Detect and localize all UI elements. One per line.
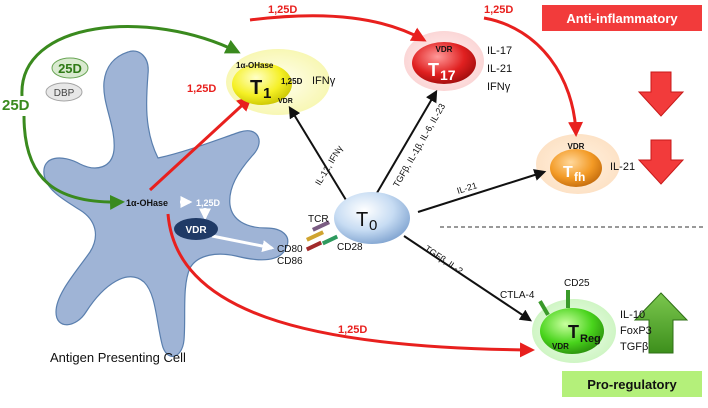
signal-label-treg: TGFβ, IL-2 <box>423 243 465 276</box>
red-125d-label-bottom: 1,25D <box>338 324 367 336</box>
treg-subscript: Reg <box>580 333 601 345</box>
apc-vdr-receptor <box>174 218 218 240</box>
pro-regulatory-banner <box>562 371 702 397</box>
th1-t-glyph: T <box>250 77 262 99</box>
th17-cell <box>412 42 476 84</box>
cd25-label: CD25 <box>564 278 590 289</box>
ctla4-receptor <box>538 300 550 316</box>
25d-bubble-label: 25D <box>58 61 82 76</box>
tfh-cytokine-label: IL-21 <box>610 161 635 173</box>
anti-inflammatory-label: Anti-inflammatory <box>566 11 678 26</box>
th1-enzyme-label: 1α-OHase <box>236 61 274 70</box>
green-arrow-to-apc <box>22 115 125 210</box>
apc-cd80-label: CD80 <box>277 244 303 255</box>
th0-subscript: 0 <box>369 217 377 234</box>
th17-cytokine-2: IL-21 <box>487 63 512 75</box>
red-arrow-apc-to-th1 <box>148 95 253 192</box>
apc-enzyme-label: 1α-OHase <box>126 198 168 208</box>
th1-cytokine-label: IFNγ <box>312 75 336 87</box>
tcr-bar <box>305 230 325 242</box>
th0-cell <box>334 192 410 244</box>
th1-product-label: 1,25D <box>281 77 303 86</box>
red-125d-label-top: 1,25D <box>268 4 297 16</box>
red-125d-label-right: 1,25D <box>484 4 513 16</box>
tcr-bar <box>311 220 331 232</box>
apc-cell-body <box>43 50 289 357</box>
red-arrow-to-tfh <box>483 16 584 137</box>
th17-t-glyph: T <box>428 60 439 80</box>
apc-cd86-label: CD86 <box>277 256 303 267</box>
tfh-t-glyph: T <box>563 164 573 181</box>
down-arrow-icon <box>637 71 685 117</box>
cd28-label: CD28 <box>337 242 363 253</box>
anti-inflammatory-banner <box>542 5 702 31</box>
th1-vdr-label: VDR <box>278 98 293 105</box>
th17-subscript: 17 <box>440 67 456 83</box>
red-125d-label-apc: 1,25D <box>187 83 216 95</box>
dbp-label: DBP <box>54 88 75 99</box>
apc-product-label: 1,25D <box>196 198 221 208</box>
ctla4-label: CTLA-4 <box>500 290 535 301</box>
th17-cytokine-1: IL-17 <box>487 45 512 57</box>
green-arrow-to-th1 <box>20 25 241 97</box>
th17-vdr-label: VDR <box>436 45 453 54</box>
apc-vdr-label: VDR <box>185 225 207 236</box>
down-arrow-icon <box>637 139 685 185</box>
th0-t-glyph: T <box>356 209 368 231</box>
treg-cytokine-3: TGFβ <box>620 341 648 353</box>
th1-cell <box>232 63 292 105</box>
cd80-bar <box>305 240 323 252</box>
cd28-bar <box>321 234 339 246</box>
arrow-th0-to-tfh <box>417 169 547 213</box>
th1-subscript: 1 <box>263 85 271 102</box>
signal-label-th17: TGFβ, IL-1β, IL-6, IL-23 <box>391 102 447 189</box>
red-arrow-to-th17 <box>249 14 427 42</box>
vitamin-25d-label: 25D <box>2 97 30 114</box>
arrow-th0-to-th17 <box>373 89 438 199</box>
arrow-th0-to-treg <box>403 235 532 322</box>
tfh-vdr-label: VDR <box>568 142 585 151</box>
pro-regulatory-label: Pro-regulatory <box>587 377 677 392</box>
25d-bubble <box>51 57 89 79</box>
dbp-bubble <box>45 82 83 102</box>
cd25-receptor <box>566 290 570 308</box>
up-arrow-icon <box>633 292 689 354</box>
treg-cytokine-1: IL-10 <box>620 309 645 321</box>
treg-vdr-label: VDR <box>552 342 569 351</box>
tcr-label: TCR <box>308 214 329 225</box>
white-arrow-to-cd80 <box>211 234 275 253</box>
th17-cytokine-3: IFNγ <box>487 81 511 93</box>
tfh-cell <box>550 149 602 187</box>
tfh-subscript: fh <box>574 170 585 184</box>
apc-name-label: Antigen Presenting Cell <box>50 350 186 365</box>
treg-cytokine-2: FoxP3 <box>620 325 652 337</box>
arrow-th0-to-th1 <box>288 105 347 201</box>
signal-label-th1: IL-12, IFNγ <box>313 143 345 187</box>
treg-t-glyph: T <box>568 322 579 342</box>
red-arrow-apc-to-treg <box>166 213 535 358</box>
treg-cell <box>540 308 604 354</box>
